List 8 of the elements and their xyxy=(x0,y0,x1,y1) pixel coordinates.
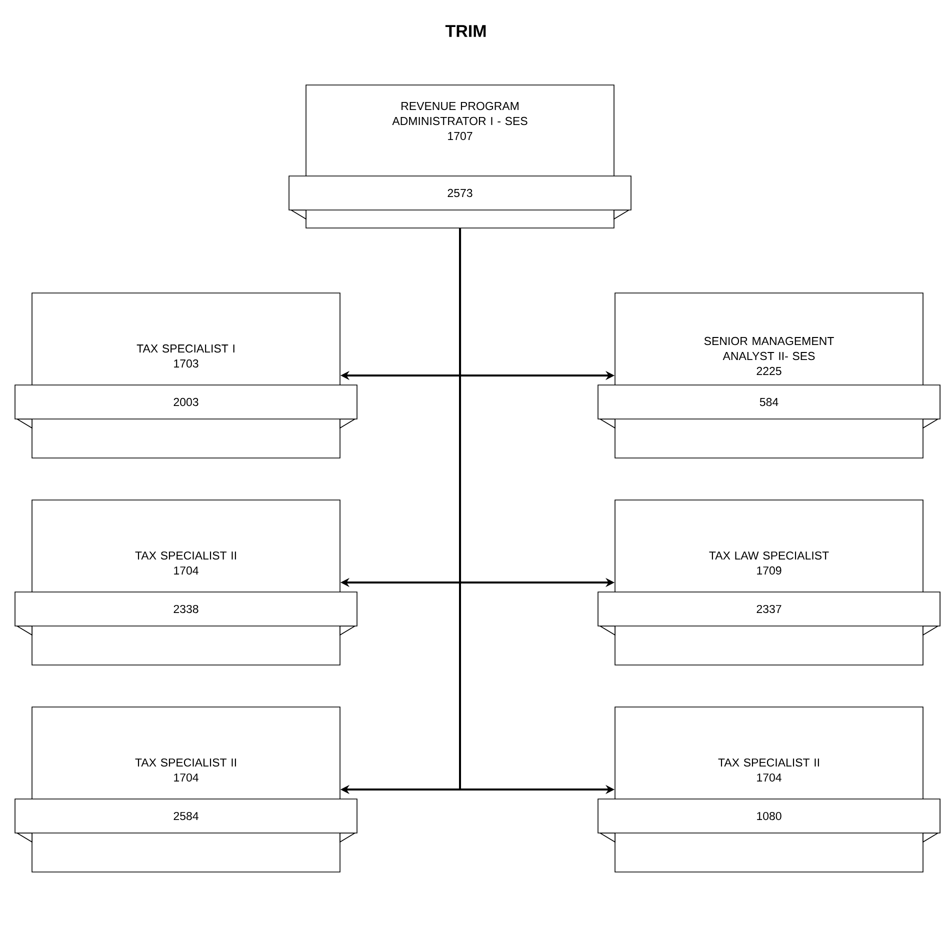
title: TRIM xyxy=(445,25,486,37)
ribbon-banner: 2337 xyxy=(598,592,940,636)
ribbon-banner: 2338 xyxy=(14,592,358,636)
ribbon-banner: 1080 xyxy=(598,798,940,843)
ribbon-banner: 584 xyxy=(598,384,940,429)
ribbon-banner: 2003 xyxy=(14,384,358,429)
ribbon-banner: 2573 xyxy=(288,176,632,220)
ribbon-banner: 2584 xyxy=(14,798,358,843)
